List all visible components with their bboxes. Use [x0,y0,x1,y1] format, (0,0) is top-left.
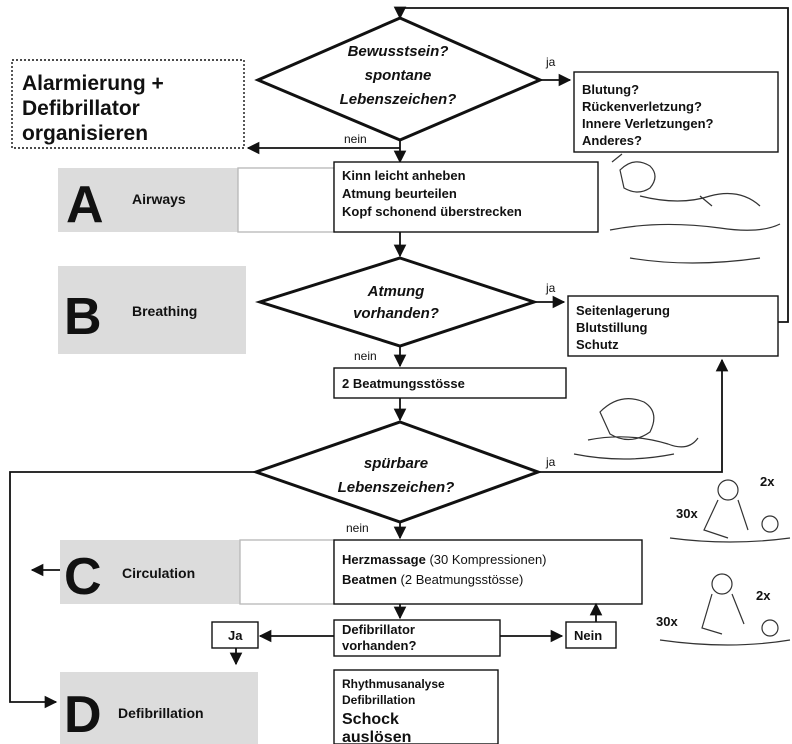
breathing-decision [254,256,539,348]
arrow-ja-3 [538,358,729,473]
recovery-item-2: Blutstillung [576,320,648,335]
consciousness-line-2: spontane [365,67,432,84]
recovery-item-1: Seitenlagerung [576,303,670,318]
ja-label-3: ja [545,455,556,469]
arrow-loop-top [393,6,789,323]
alarm-box [11,59,245,149]
injury-item-3: Innere Verletzungen? [582,116,714,131]
cpr-compressions-2: 30x [656,614,678,629]
defib-step-1: Rhythmusanalyse [342,677,445,691]
letter-d: D [64,686,102,744]
defibrillation-box [333,669,499,744]
airways-label: Airways [132,191,186,207]
ja-box [211,621,259,649]
breathing-band [58,266,246,354]
arrow-left-loop [9,471,256,709]
ja-box-label: Ja [228,628,243,643]
consciousness-line-3: Lebenszeichen? [340,91,457,108]
breathing-label: Breathing [132,303,197,319]
signs-line-1: spürbare [364,455,428,472]
letter-c: C [64,548,102,606]
nein-box [565,621,617,649]
cpr-breaths-1: 2x [760,474,775,489]
circulation-line-1: Herzmassage (30 Kompressionen) [342,552,547,567]
injury-item-2: Rückenverletzung? [582,99,702,114]
ja-label-1: ja [545,55,556,69]
nein-label-3: nein [346,521,369,535]
letter-b: B [64,288,102,346]
alarm-line-2: Defibrillator [22,97,140,120]
defib-question-box [333,619,501,657]
alarm-line-1: Alarmierung + [22,72,164,95]
signs-decision [251,420,543,524]
airways-box [333,161,599,233]
injury-check-box [573,71,779,153]
circulation-band [60,540,240,604]
ventilation-illustration [573,398,699,460]
cpr-compressions-1: 30x [676,506,698,521]
cpr-illustration-2 [659,573,791,646]
defib-step-3: Schock [342,711,399,728]
cpr-breaths-2: 2x [756,588,771,603]
nein-label-1: nein [344,132,367,146]
ventilation-text: 2 Beatmungsstösse [342,376,465,391]
ventilation-box [333,367,567,399]
breathing-line-1: Atmung [367,283,425,300]
defib-question-line-2: vorhanden? [342,638,416,653]
circulation-label: Circulation [122,565,195,581]
airways-step-2: Atmung beurteilen [342,186,457,201]
injury-item-1: Blutung? [582,82,639,97]
defib-question-line-1: Defibrillator [342,622,415,637]
recovery-item-3: Schutz [576,337,619,352]
defibrillation-label: Defibrillation [118,705,204,721]
circulation-box [333,539,643,605]
airway-illustration [609,153,781,264]
breathing-line-2: vorhanden? [353,305,439,322]
cpr-illustration-1 [669,479,791,543]
letter-a: A [66,176,104,234]
airways-band [58,168,238,232]
injury-item-4: Anderes? [582,133,642,148]
signs-line-2: Lebenszeichen? [338,479,455,496]
circulation-line-2: Beatmen (2 Beatmungsstösse) [342,572,523,587]
nein-box-label: Nein [574,628,602,643]
recovery-box [567,295,779,357]
airways-step-3: Kopf schonend überstrecken [342,204,522,219]
alarm-line-3: organisieren [22,122,148,145]
defibrillation-band [60,672,258,744]
ja-label-2: ja [545,281,556,295]
nein-label-2: nein [354,349,377,363]
defib-step-2: Defibrillation [342,693,415,707]
consciousness-line-1: Bewusstsein? [348,43,449,60]
airways-step-1: Kinn leicht anheben [342,168,466,183]
defib-step-4: auslösen [342,729,411,744]
